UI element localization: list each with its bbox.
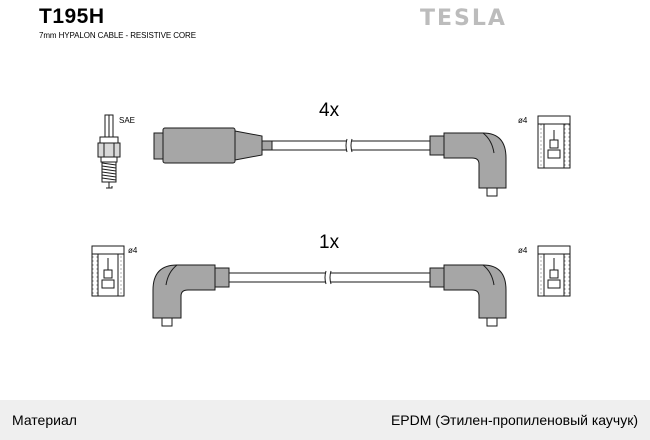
angled-boot-icon [429, 132, 507, 197]
material-value: EPDM (Этилен-пропиленовый каучук) [390, 412, 638, 428]
lead-bottom-quantity: 1x [319, 232, 340, 253]
part-number-title: T195H [39, 5, 105, 28]
terminal-cap-icon [91, 245, 125, 297]
angled-boot-icon [429, 264, 507, 327]
lead-top-quantity: 4x [319, 100, 340, 121]
terminal-cap-icon [537, 245, 571, 297]
cable-bottom [229, 270, 430, 285]
spark-plug-label: SAE [119, 116, 135, 125]
angled-boot-icon [152, 264, 230, 327]
straight-boot-icon [153, 127, 273, 164]
lead-top: 4x SAE [97, 100, 571, 197]
brand-logo: TESLA [420, 6, 507, 31]
lead-bottom: 1x ø4 [91, 232, 571, 327]
spark-plug-icon [97, 114, 121, 189]
material-footer: Материал EPDM (Этилен-пропиленовый каучу… [0, 400, 650, 440]
terminal-size-label: ø4 [128, 246, 138, 255]
terminal-size-label: ø4 [518, 116, 528, 125]
cable-top [272, 138, 430, 153]
material-label: Материал [12, 412, 77, 428]
terminal-size-label: ø4 [518, 246, 528, 255]
cable-description: 7mm HYPALON CABLE - RESISTIVE CORE [39, 31, 196, 40]
ignition-lead-diagram: 4x SAE [91, 100, 571, 327]
terminal-cap-icon [537, 115, 571, 169]
